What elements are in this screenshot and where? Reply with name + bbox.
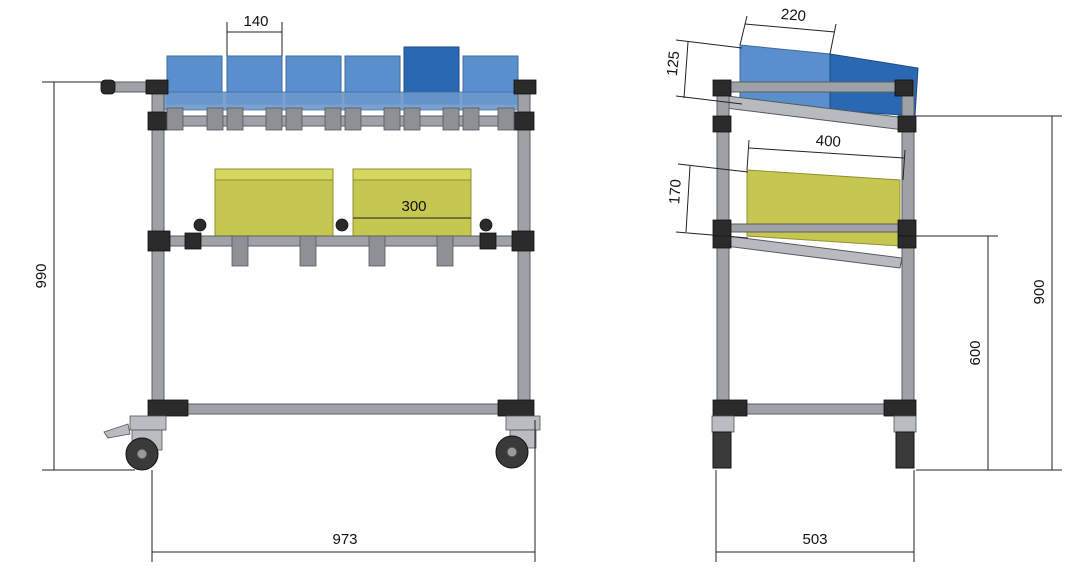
side-top-rail xyxy=(716,81,915,93)
dim-side-bin-height: 125 xyxy=(664,39,743,105)
dim-side-box-height: 170 xyxy=(666,163,749,239)
front-lower-rail xyxy=(151,235,531,247)
dim-side-lower-shelf-height: 600 xyxy=(916,235,998,471)
front-upper-clips xyxy=(166,107,515,131)
front-lower-clips xyxy=(231,235,454,267)
front-left-caster xyxy=(103,415,167,471)
side-left-caster xyxy=(711,415,735,469)
side-lower-rail xyxy=(716,223,915,233)
dim-side-total-depth: 503 xyxy=(715,470,915,562)
side-right-caster xyxy=(893,415,917,469)
dim-front-box-width: 300 xyxy=(353,198,471,219)
front-yellow-boxes xyxy=(214,168,472,237)
side-right-post xyxy=(901,89,915,413)
dim-side-box-depth: 400 xyxy=(746,132,906,181)
front-view: 140 300 990 973 xyxy=(33,13,541,562)
front-bottom-rail xyxy=(151,403,531,415)
dim-front-total-width: 973 xyxy=(151,420,536,562)
dim-front-bin-width: 140 xyxy=(226,13,283,56)
dim-label-140: 140 xyxy=(243,13,268,30)
dim-label-900: 900 xyxy=(1031,279,1048,304)
front-right-caster xyxy=(495,415,541,469)
front-blue-bins xyxy=(159,46,523,111)
dim-label-125: 125 xyxy=(664,50,684,77)
dim-label-973: 973 xyxy=(332,531,357,548)
dim-side-bin-depth: 220 xyxy=(739,6,837,55)
side-yellow-box xyxy=(746,169,901,247)
dim-side-upper-shelf-height: 900 xyxy=(916,115,1062,471)
side-view: 220 125 400 170 600 xyxy=(664,6,1062,562)
side-left-post xyxy=(716,89,730,413)
dim-label-400: 400 xyxy=(815,132,841,151)
dim-label-300: 300 xyxy=(401,198,426,215)
dim-label-990: 990 xyxy=(33,263,50,288)
dim-front-total-height: 990 xyxy=(33,81,135,471)
dim-label-503: 503 xyxy=(802,531,827,548)
dim-label-600: 600 xyxy=(967,340,984,365)
dim-label-220: 220 xyxy=(780,6,806,25)
dim-label-170: 170 xyxy=(666,179,685,205)
